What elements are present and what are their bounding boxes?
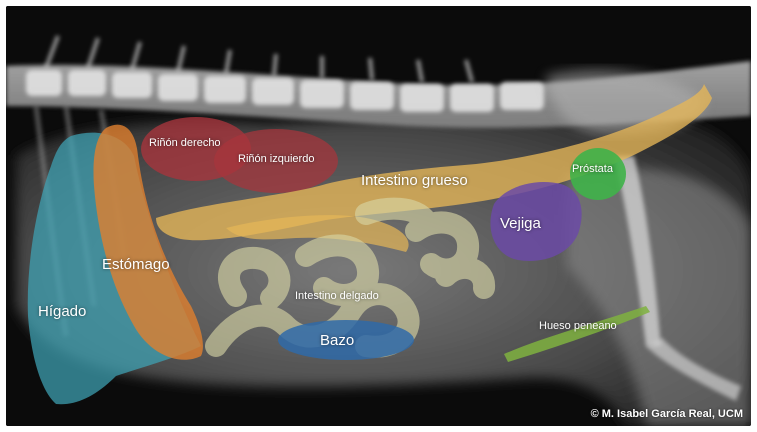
radiograph-image: Riñón derecho Riñón izquierdo Intestino …: [6, 6, 751, 426]
label-estomago: Estómago: [102, 256, 170, 273]
label-intestino-delgado: Intestino delgado: [295, 290, 379, 302]
copyright-credit: © M. Isabel García Real, UCM: [591, 408, 743, 420]
radiograph-svg: [6, 6, 751, 426]
label-rinon-izquierdo: Riñón izquierdo: [238, 153, 314, 165]
label-prostata: Próstata: [572, 163, 613, 175]
label-rinon-derecho: Riñón derecho: [149, 137, 221, 149]
label-higado: Hígado: [38, 303, 86, 320]
label-vejiga: Vejiga: [500, 215, 541, 232]
label-bazo: Bazo: [320, 332, 354, 349]
label-hueso-peneano: Hueso peneano: [539, 320, 617, 332]
label-intestino-grueso: Intestino grueso: [361, 172, 468, 189]
